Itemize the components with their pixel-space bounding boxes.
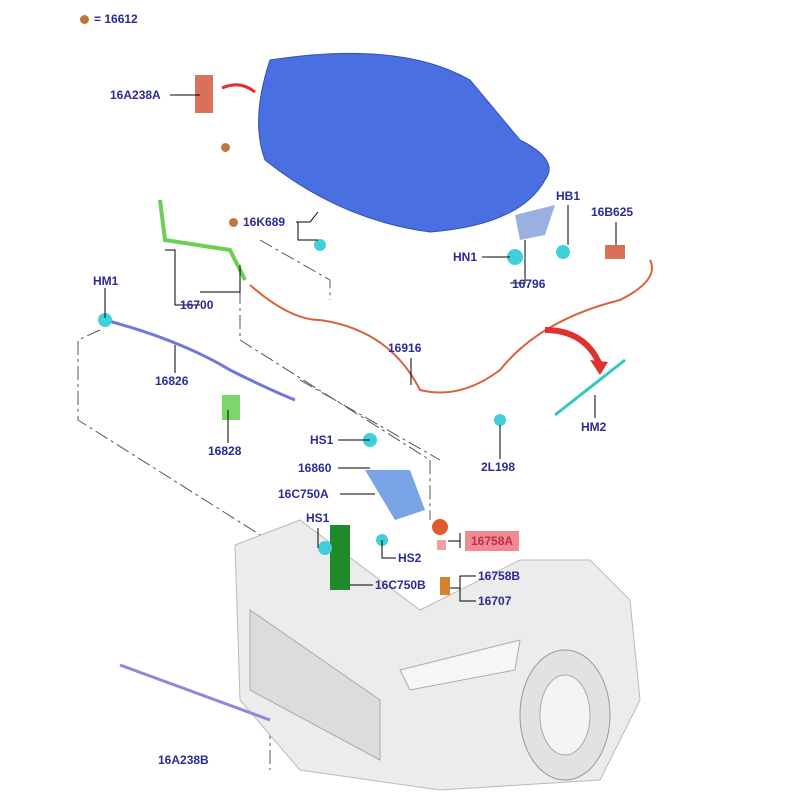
hood-panel [258,52,550,233]
part-16860 [365,470,425,520]
fastener-dot-icon [229,218,238,227]
red-arrow-icon [221,83,256,94]
part-16758B [440,577,450,595]
part-16C750B [330,525,350,590]
label-HN1[interactable]: HN1 [453,250,478,264]
label-16826[interactable]: 16826 [155,374,189,388]
part-HM2 [554,358,626,417]
fastener-legend-dot-icon [80,15,89,24]
label-16700[interactable]: 16700 [180,298,214,312]
label-HS1[interactable]: HS1 [310,433,334,447]
label-16A238B[interactable]: 16A238B [158,753,209,767]
label-16C750B[interactable]: 16C750B [375,578,426,592]
part-16700 [158,199,247,281]
part-16A238A [195,75,213,113]
legend: = 16612 [94,12,138,26]
label-HS2[interactable]: HS2 [398,551,422,565]
legend-part-number: 16612 [104,12,138,26]
leader-lines [104,94,617,602]
label-16796[interactable]: 16796 [512,277,546,291]
label-16A238A[interactable]: 16A238A [110,88,161,102]
car-front-illustration [234,519,641,791]
red-arrow-icon [544,327,603,367]
label-16B625[interactable]: 16B625 [591,205,634,219]
part-16796 [515,205,555,240]
label-HS1[interactable]: HS1 [306,511,330,525]
clips [98,239,570,555]
label-HM2[interactable]: HM2 [581,420,607,434]
label-16916[interactable]: 16916 [388,341,422,355]
label-16K689[interactable]: 16K689 [243,215,286,229]
part-16B625 [605,245,625,259]
label-16758A-highlighted[interactable]: 16758A [465,531,520,551]
label-16758B[interactable]: 16758B [478,569,521,583]
label-2L198[interactable]: 2L198 [481,460,516,474]
part-16828 [222,395,240,420]
assembly-lines [77,239,441,770]
label-16828[interactable]: 16828 [208,444,242,458]
legend-equals: = [94,12,102,26]
part-16758A-top [432,519,448,535]
fastener-dot-icon [221,143,230,152]
release-cable [249,259,653,394]
part-16A238B [119,663,271,722]
label-16707[interactable]: 16707 [478,594,512,608]
label-HB1[interactable]: HB1 [556,189,581,203]
part-16826 [104,318,296,402]
label-16860[interactable]: 16860 [298,461,332,475]
label-16C750A[interactable]: 16C750A [278,487,329,501]
label-HM1[interactable]: HM1 [93,274,119,288]
